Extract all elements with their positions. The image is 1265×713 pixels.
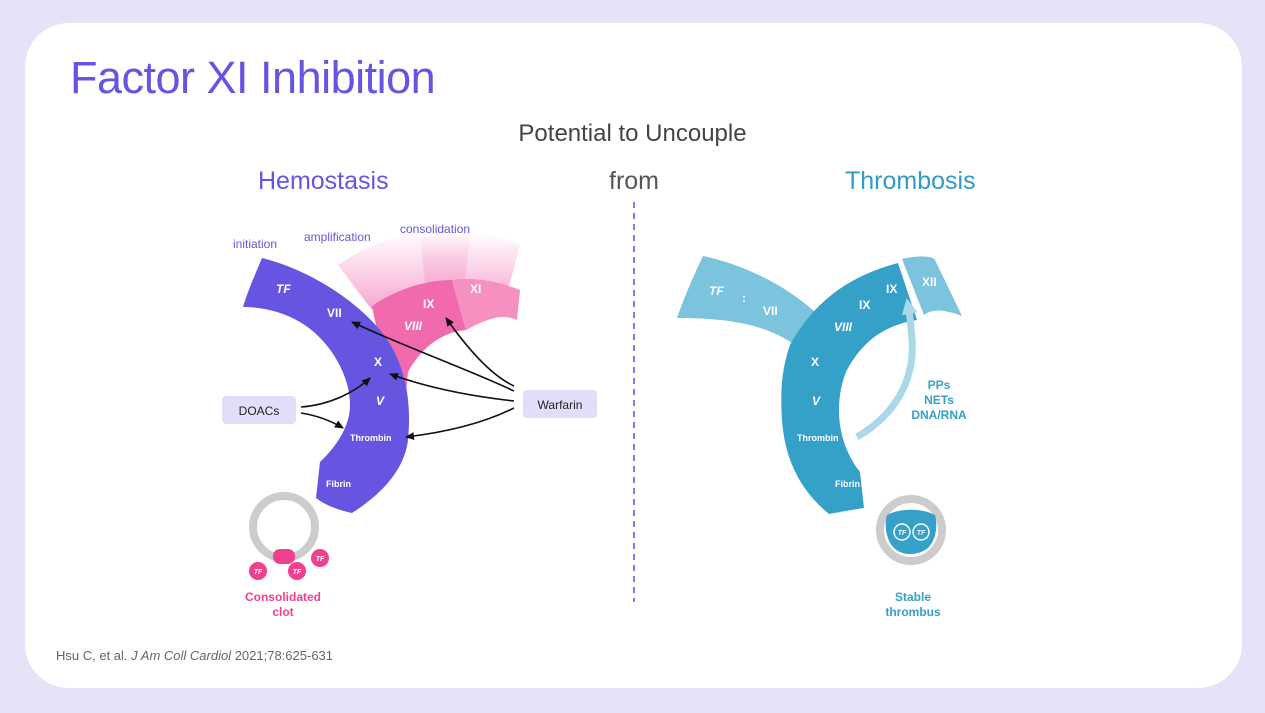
factor-vii: VII — [327, 306, 342, 320]
thromb-factor-ix-inner: IX — [859, 298, 870, 312]
citation-details: 2021;78:625-631 — [231, 648, 334, 663]
activator-pps: PPs — [928, 378, 951, 392]
doacs-to-thrombin-arrow — [300, 412, 344, 429]
thromb-factor-xii: XII — [922, 275, 937, 289]
factor-tf: TF — [276, 282, 291, 296]
warfarin-box: Warfarin — [523, 390, 597, 418]
activation-arrow — [855, 298, 918, 441]
warfarin-label: Warfarin — [538, 398, 583, 412]
citation-authors: Hsu C, et al. — [56, 648, 132, 663]
thromb-factor-vii: VII — [763, 304, 778, 318]
phase-consolidation: consolidation — [400, 222, 470, 236]
subtitle: Potential to Uncouple — [518, 120, 747, 147]
factor-x: X — [374, 355, 382, 369]
warfarin-to-vii-arrow — [351, 321, 515, 392]
doacs-label: DOACs — [239, 404, 280, 418]
citation: Hsu C, et al. J Am Coll Cardiol 2021;78:… — [56, 648, 333, 663]
hemostasis-main-arc — [243, 258, 410, 513]
thrombus-label-line1: Stable — [895, 590, 931, 604]
warfarin-to-thrombin-arrow — [405, 407, 515, 441]
stable-thrombus-icon — [876, 495, 946, 565]
thrombus-tf-badge-1: TF — [898, 530, 907, 537]
factor-ix: IX — [423, 297, 434, 311]
citation-journal: J Am Coll Cardiol — [131, 648, 232, 663]
consolidated-clot-icon — [249, 492, 329, 580]
tf-vii-band — [677, 256, 815, 345]
thromb-factor-tf: TF — [709, 284, 724, 298]
thromb-factor-ix-outer: IX — [886, 282, 897, 296]
slide-title: Factor XI Inhibition — [70, 52, 436, 103]
hemostasis-heading: Hemostasis — [258, 167, 389, 195]
clot-tf-badge-1: TF — [254, 569, 263, 576]
clot-label-line1: Consolidated — [245, 590, 321, 604]
thromb-factor-thrombin: Thrombin — [797, 433, 839, 443]
factor-xi: XI — [470, 282, 481, 296]
thrombus-label-line2: thrombus — [885, 605, 941, 619]
phase-initiation: initiation — [233, 237, 277, 251]
thromb-factor-x: X — [811, 355, 819, 369]
consolidation-arc — [452, 278, 520, 330]
clot-label-line2: clot — [272, 605, 293, 619]
thrombosis-heading: Thrombosis — [845, 167, 976, 195]
from-label: from — [609, 167, 659, 195]
factor-v: V — [376, 394, 385, 408]
thrombosis-main-arc — [781, 263, 917, 514]
thromb-factor-fibrin: Fibrin — [835, 479, 860, 489]
xii-segment — [902, 256, 962, 316]
activator-dna-rna: DNA/RNA — [911, 408, 967, 422]
factor-thrombin: Thrombin — [350, 433, 392, 443]
warfarin-to-ix-arrow — [445, 317, 515, 387]
thrombus-tf-badge-2: TF — [917, 530, 926, 537]
thromb-factor-colon: : — [742, 291, 746, 305]
activator-nets: NETs — [924, 393, 954, 407]
doacs-to-x-arrow — [300, 377, 371, 408]
doacs-box: DOACs — [222, 396, 296, 424]
thromb-factor-viii: VIII — [834, 320, 853, 334]
clot-tf-badge-2: TF — [293, 569, 302, 576]
consolidation-fade-band — [420, 232, 520, 290]
factor-fibrin: Fibrin — [326, 479, 351, 489]
phase-amplification: amplification — [304, 230, 371, 244]
clot-tf-badge-3: TF — [316, 556, 325, 563]
thromb-factor-v: V — [812, 394, 821, 408]
warfarin-to-x-arrow — [389, 372, 515, 402]
factor-viii: VIII — [404, 319, 423, 333]
